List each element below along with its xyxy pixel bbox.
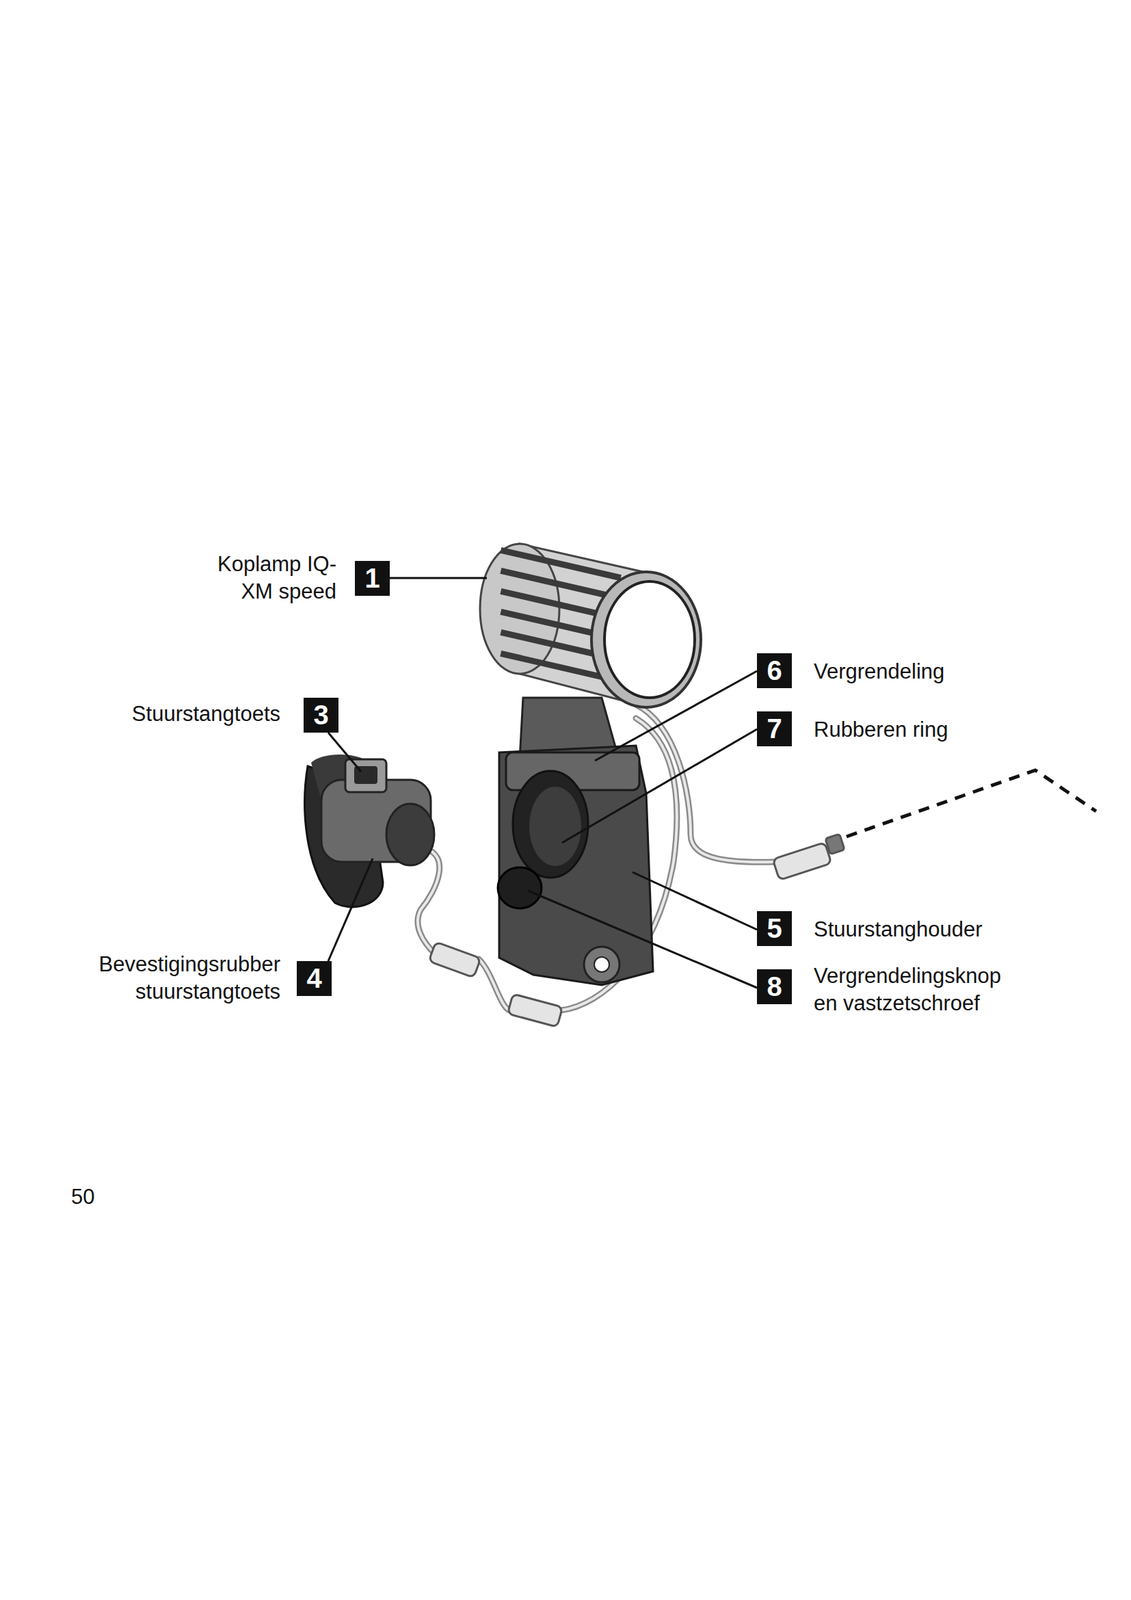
callout-number: 3 xyxy=(303,697,339,733)
part-label: 50 xyxy=(71,1182,100,1211)
part-label: Koplamp IQ-XM speed xyxy=(207,550,337,606)
part-label: Vergrendelingsknop en vastzetschroef xyxy=(813,962,1006,1017)
callout-number: 1 xyxy=(354,560,390,596)
callout-number: 5 xyxy=(756,910,792,946)
cable-dashed xyxy=(846,769,1097,837)
callout-number: 7 xyxy=(756,711,792,747)
part-label: Stuurstangtoets xyxy=(127,700,281,728)
part-label: Stuurstanghouder xyxy=(813,915,987,943)
handlebar-switch xyxy=(304,754,435,907)
part-label: Vergrendeling xyxy=(813,657,950,686)
part-label: Bevestigingsrubber stuurstangtoets xyxy=(94,950,281,1006)
callout-number: 8 xyxy=(756,968,792,1004)
leader-lines xyxy=(328,577,757,988)
cables xyxy=(417,704,775,1010)
callout-number: 6 xyxy=(756,653,792,688)
callout-number: 4 xyxy=(296,960,332,996)
part-label: Rubberen ring xyxy=(813,715,953,744)
headlamp xyxy=(480,543,701,708)
